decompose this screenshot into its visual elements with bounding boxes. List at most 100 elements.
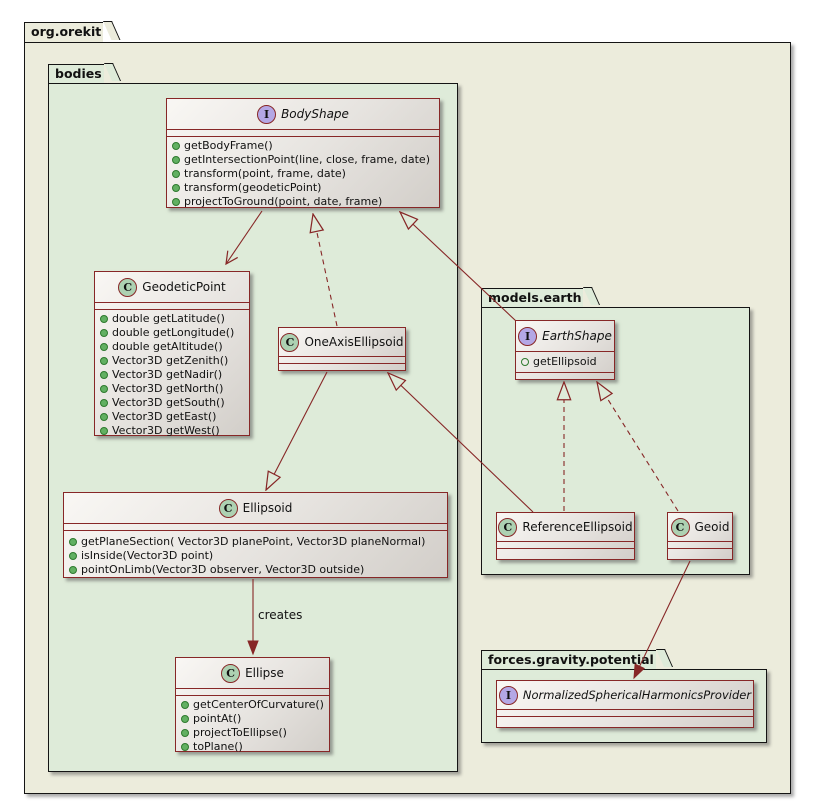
public-method-icon: [181, 715, 189, 723]
method-row: Vector3D getZenith(): [95, 354, 249, 368]
interface-normalizedsphericalharmonicsprovider: I NormalizedSphericalHarmonicsProvider: [496, 680, 754, 728]
field-icon: [521, 358, 529, 366]
class-title: I EarthShape: [516, 321, 614, 352]
fields-compartment-empty: [497, 710, 753, 717]
method-row: getPlaneSection( Vector3D planePoint, Ve…: [64, 535, 447, 549]
methods-compartment: getPlaneSection( Vector3D planePoint, Ve…: [64, 531, 447, 579]
method-row: pointOnLimb(Vector3D observer, Vector3D …: [64, 563, 447, 577]
interface-icon: I: [257, 104, 277, 124]
interface-earthshape: I EarthShape getEllipsoid: [515, 320, 615, 380]
field-row: getEllipsoid: [516, 355, 614, 369]
class-name: BodyShape: [281, 107, 349, 121]
class-name: Geoid: [694, 520, 730, 534]
public-method-icon: [181, 743, 189, 751]
methods-compartment-empty: [516, 373, 614, 382]
fields-compartment-empty: [176, 689, 329, 696]
class-name: Ellipsoid: [242, 501, 293, 515]
methods-compartment: getBodyFrame() getIntersectionPoint(line…: [167, 137, 439, 211]
package-tab-bodies: bodies: [48, 64, 104, 83]
class-ellipsoid: C Ellipsoid getPlaneSection( Vector3D pl…: [63, 492, 448, 578]
public-method-icon: [100, 413, 108, 421]
method-row: Vector3D getEast(): [95, 410, 249, 424]
class-icon: C: [280, 332, 300, 352]
public-method-icon: [69, 566, 77, 574]
method-row: double getLongitude(): [95, 326, 249, 340]
class-bodyshape: I BodyShape getBodyFrame() getIntersecti…: [166, 98, 440, 208]
class-name: ReferenceEllipsoid: [522, 520, 633, 534]
methods-compartment-empty: [497, 549, 634, 558]
method-row: getCenterOfCurvature(): [176, 698, 329, 712]
class-title: C Ellipse: [176, 658, 329, 689]
method-row: pointAt(): [176, 712, 329, 726]
package-label: models.earth: [488, 290, 582, 305]
class-referenceellipsoid: C ReferenceEllipsoid: [496, 512, 635, 560]
public-method-icon: [100, 371, 108, 379]
method-row: projectToEllipse(): [176, 726, 329, 740]
public-method-icon: [69, 538, 77, 546]
fields-compartment-empty: [668, 542, 732, 549]
public-method-icon: [100, 357, 108, 365]
class-title: C GeodeticPoint: [95, 272, 249, 303]
class-name: NormalizedSphericalHarmonicsProvider: [522, 688, 752, 702]
methods-compartment: double getLatitude() double getLongitude…: [95, 310, 249, 440]
interface-icon: I: [498, 685, 518, 705]
class-oneaxisellipsoid: C OneAxisEllipsoid: [278, 327, 406, 371]
method-row: double getAltitude(): [95, 340, 249, 354]
fields-compartment-empty: [64, 524, 447, 531]
fields-compartment: getEllipsoid: [516, 352, 614, 373]
class-name: GeodeticPoint: [142, 280, 226, 294]
public-method-icon: [100, 399, 108, 407]
method-row: double getLatitude(): [95, 312, 249, 326]
class-icon: C: [498, 517, 518, 537]
method-row: Vector3D getNadir(): [95, 368, 249, 382]
method-row: Vector3D getWest(): [95, 424, 249, 438]
fields-compartment-empty: [95, 303, 249, 310]
public-method-icon: [172, 170, 180, 178]
class-icon: C: [218, 498, 238, 518]
method-row: projectToGround(point, date, frame): [167, 195, 439, 209]
public-method-icon: [100, 343, 108, 351]
public-method-icon: [172, 198, 180, 206]
class-icon: C: [118, 277, 138, 297]
public-method-icon: [100, 315, 108, 323]
public-method-icon: [172, 156, 180, 164]
methods-compartment-empty: [497, 717, 753, 726]
package-label: bodies: [55, 66, 102, 81]
edge-label-creates: creates: [258, 608, 303, 622]
method-row: transform(point, frame, date): [167, 167, 439, 181]
methods-compartment-empty: [279, 364, 405, 373]
class-title: I BodyShape: [167, 99, 439, 130]
class-title: C Ellipsoid: [64, 493, 447, 524]
class-name: EarthShape: [542, 329, 612, 343]
public-method-icon: [100, 385, 108, 393]
method-row: getIntersectionPoint(line, close, frame,…: [167, 153, 439, 167]
package-tab-org-orekit: org.orekit: [24, 22, 104, 42]
class-title: C Geoid: [668, 513, 732, 542]
class-geoid: C Geoid: [667, 512, 733, 560]
method-row: getBodyFrame(): [167, 139, 439, 153]
class-name: Ellipse: [245, 666, 284, 680]
package-tab-models-earth: models.earth: [481, 288, 584, 307]
class-geodeticpoint: C GeodeticPoint double getLatitude() dou…: [94, 271, 250, 437]
public-method-icon: [181, 701, 189, 709]
method-row: isInside(Vector3D point): [64, 549, 447, 563]
interface-icon: I: [518, 326, 538, 346]
class-title: I NormalizedSphericalHarmonicsProvider: [497, 681, 753, 710]
methods-compartment-empty: [668, 549, 732, 558]
package-label: forces.gravity.potential: [488, 652, 654, 667]
package-tab-forces-gravity-potential: forces.gravity.potential: [481, 650, 656, 669]
public-method-icon: [100, 427, 108, 435]
class-name: OneAxisEllipsoid: [304, 335, 404, 349]
public-method-icon: [181, 729, 189, 737]
method-row: toPlane(): [176, 740, 329, 754]
package-label: org.orekit: [31, 24, 102, 39]
public-method-icon: [100, 329, 108, 337]
public-method-icon: [69, 552, 77, 560]
method-row: transform(geodeticPoint): [167, 181, 439, 195]
class-title: C ReferenceEllipsoid: [497, 513, 634, 542]
public-method-icon: [172, 184, 180, 192]
class-ellipse: C Ellipse getCenterOfCurvature() pointAt…: [175, 657, 330, 753]
methods-compartment: getCenterOfCurvature() pointAt() project…: [176, 696, 329, 756]
fields-compartment-empty: [167, 130, 439, 137]
